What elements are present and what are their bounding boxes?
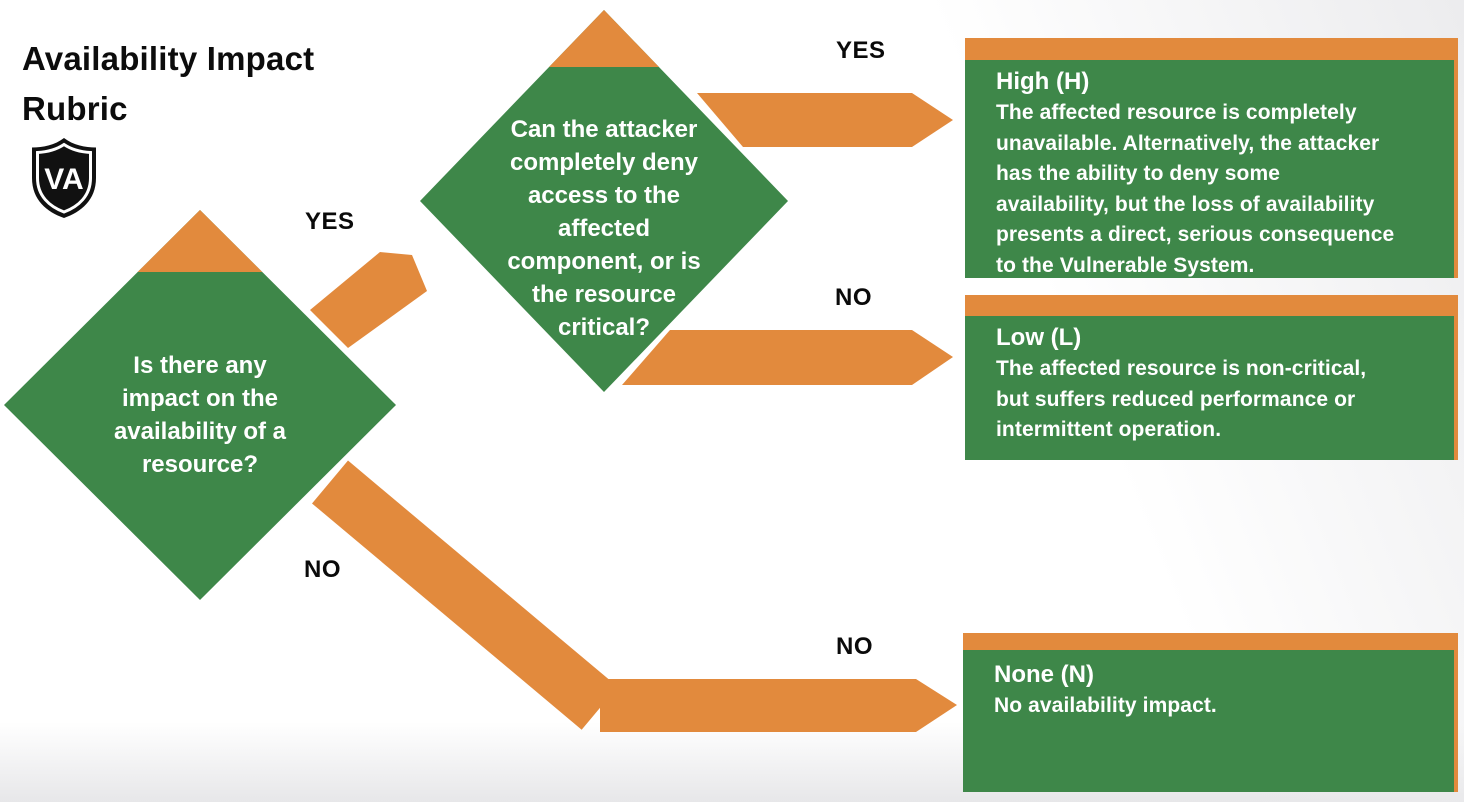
q1-no-connector: [312, 460, 618, 730]
va-shield-label: VA: [44, 163, 83, 196]
q1-no-arrow: [600, 679, 957, 732]
q2-yes-label: YES: [836, 37, 886, 64]
q2-no-label: NO: [835, 284, 872, 311]
none-path-no-label: NO: [836, 633, 873, 660]
q1-question: Is there any impact on the availability …: [113, 352, 287, 478]
outcome-low-body-panel: Low (L) The affected resource is non-cri…: [965, 316, 1454, 460]
q1-no-label: NO: [304, 556, 341, 583]
diagram-title: Availability Impact Rubric: [22, 40, 315, 127]
q2-diamond-orange-tip: [420, 10, 788, 67]
outcome-high-title: High (H): [996, 68, 1090, 95]
outcome-low-description: The affected resource is non-critical, b…: [996, 357, 1367, 441]
decision-q1-diamond: Is there any impact on the availability …: [4, 210, 396, 600]
outcome-low-box: Low (L) The affected resource is non-cri…: [965, 295, 1458, 460]
outcome-high-description: The affected resource is completely unav…: [996, 101, 1395, 277]
outcome-none-box: None (N) No availability impact.: [963, 633, 1458, 792]
outcome-high-box: High (H) The affected resource is comple…: [965, 38, 1458, 278]
outcome-none-title: None (N): [994, 661, 1094, 688]
q1-yes-label: YES: [305, 208, 355, 235]
q2-no-arrow: [622, 330, 953, 385]
outcome-low-title: Low (L): [996, 324, 1082, 351]
q2-question: Can the attacker completely deny access …: [507, 115, 701, 341]
outcome-none-description: No availability impact.: [994, 694, 1217, 717]
q2-yes-arrow: [697, 93, 953, 147]
va-shield-icon: VA: [32, 138, 96, 218]
outcome-high-body-panel: High (H) The affected resource is comple…: [965, 60, 1454, 278]
outcome-none-body-panel: None (N) No availability impact.: [963, 650, 1454, 792]
